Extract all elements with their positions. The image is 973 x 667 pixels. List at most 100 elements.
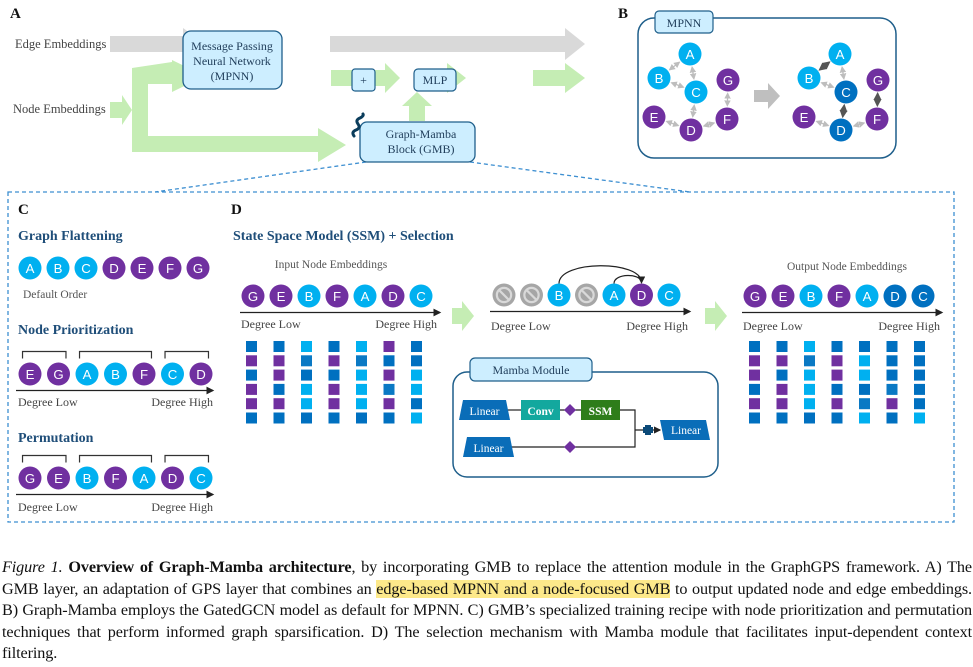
node-circle: [325, 284, 349, 308]
node-circle: [771, 284, 795, 308]
mlp-box-label: MLP: [423, 73, 448, 87]
gmb-to-plus-arrow: [402, 92, 432, 121]
masked-icon-ring: [578, 286, 595, 304]
embedding-cell: [804, 398, 815, 410]
node-label: C: [168, 367, 178, 382]
node-G: G: [866, 68, 890, 92]
graph-edge-DF: [702, 121, 716, 128]
node-circle: [829, 118, 853, 142]
node-G: G: [716, 68, 740, 92]
node-label: C: [691, 85, 701, 100]
node-C: C: [657, 283, 681, 307]
node-circle: [75, 362, 99, 386]
node-flow-arrows: [110, 60, 585, 162]
node-A: A: [828, 42, 852, 66]
embedding-cell: [749, 398, 760, 410]
node-B: B: [547, 283, 571, 307]
node-F: F: [865, 107, 889, 131]
node-circle: [189, 466, 213, 490]
node-circle: [642, 105, 666, 129]
mpnn-box: Message Passing Neural Network (MPNN): [182, 30, 283, 90]
output-degree-high: Degree High: [878, 319, 940, 333]
masked-icon-slash: [580, 289, 593, 301]
node-label: B: [83, 471, 92, 486]
embedding-cell: [859, 355, 870, 367]
embedding-cell: [273, 341, 285, 352]
node-E: E: [47, 466, 70, 490]
graph-edge-DF: [852, 121, 866, 128]
embedding-cell: [859, 383, 870, 395]
node-G: G: [743, 284, 767, 308]
embedding-cell: [804, 383, 815, 395]
selection-link: [558, 265, 646, 284]
embedding-cell: [273, 383, 285, 395]
edge-flow-arrows: [110, 28, 585, 60]
graph-flattening-title: Graph Flattening: [18, 229, 123, 244]
transform-arrow: [754, 83, 780, 109]
node-B: B: [75, 466, 99, 490]
embedding-cell: [831, 398, 843, 410]
ssm-block: [581, 400, 620, 420]
node-label: C: [81, 261, 91, 276]
plus-box: +: [351, 68, 376, 92]
embedding-cell: [804, 369, 815, 381]
gmb-box-bg: [359, 121, 476, 163]
embedding-cell: [383, 341, 395, 352]
embedding-cell: [749, 355, 760, 367]
node-circle: [18, 466, 42, 490]
node-C: C: [684, 80, 708, 104]
node-circle: [647, 66, 671, 90]
node-B: B: [647, 66, 671, 90]
embedding-cell: [328, 412, 340, 424]
embedding-cell: [301, 398, 312, 410]
embedding-cell: [356, 412, 367, 424]
embedding-cell: [328, 383, 340, 395]
node-label: C: [918, 289, 928, 304]
node-label: B: [111, 367, 120, 382]
node-arrow-in: [110, 95, 132, 125]
embedding-cell: [383, 398, 395, 410]
node-circle: [269, 284, 293, 308]
node-prioritization-title: Node Prioritization: [18, 323, 134, 338]
embedding-cell: [749, 369, 760, 381]
embedding-cell: [246, 369, 257, 381]
node-label: E: [779, 289, 788, 304]
node-circle: [161, 466, 184, 490]
node-circle: [716, 68, 740, 92]
snake-icon: [351, 112, 365, 138]
node-circle: [158, 256, 182, 280]
node-label: G: [248, 289, 258, 304]
node-circle: [47, 466, 70, 490]
embedding-cell: [914, 412, 925, 424]
edge-arrow-in: [110, 28, 205, 60]
node-B: B: [104, 362, 127, 386]
node-label: B: [54, 261, 63, 276]
embedding-column: [301, 341, 312, 424]
graph-edge-CD: [839, 103, 848, 119]
node-label: F: [835, 289, 843, 304]
embedding-cell: [914, 383, 925, 395]
node-circle: [827, 284, 851, 308]
embedding-cell: [356, 355, 367, 367]
mamba-module-tab: [469, 357, 593, 382]
embedding-cell: [776, 355, 788, 367]
activation-diamond-top: [564, 404, 576, 416]
embedding-column: [859, 341, 870, 424]
embedding-cell: [356, 341, 367, 352]
node-A: A: [132, 466, 156, 490]
linear-bottom-block: [463, 437, 514, 457]
embedding-cell: [804, 355, 815, 367]
embedding-column: [273, 341, 285, 424]
node-embeddings-label: Node Embeddings: [13, 102, 106, 116]
node-F: F: [325, 284, 349, 308]
node-label: D: [686, 123, 696, 138]
node-masked: [575, 283, 598, 307]
linear-top-label: Linear: [469, 406, 499, 418]
node-circle: [409, 284, 433, 308]
node-circle: [189, 362, 213, 386]
node-D: D: [189, 362, 213, 386]
node-G: G: [186, 256, 210, 280]
graph-edge-BC: [820, 81, 835, 89]
